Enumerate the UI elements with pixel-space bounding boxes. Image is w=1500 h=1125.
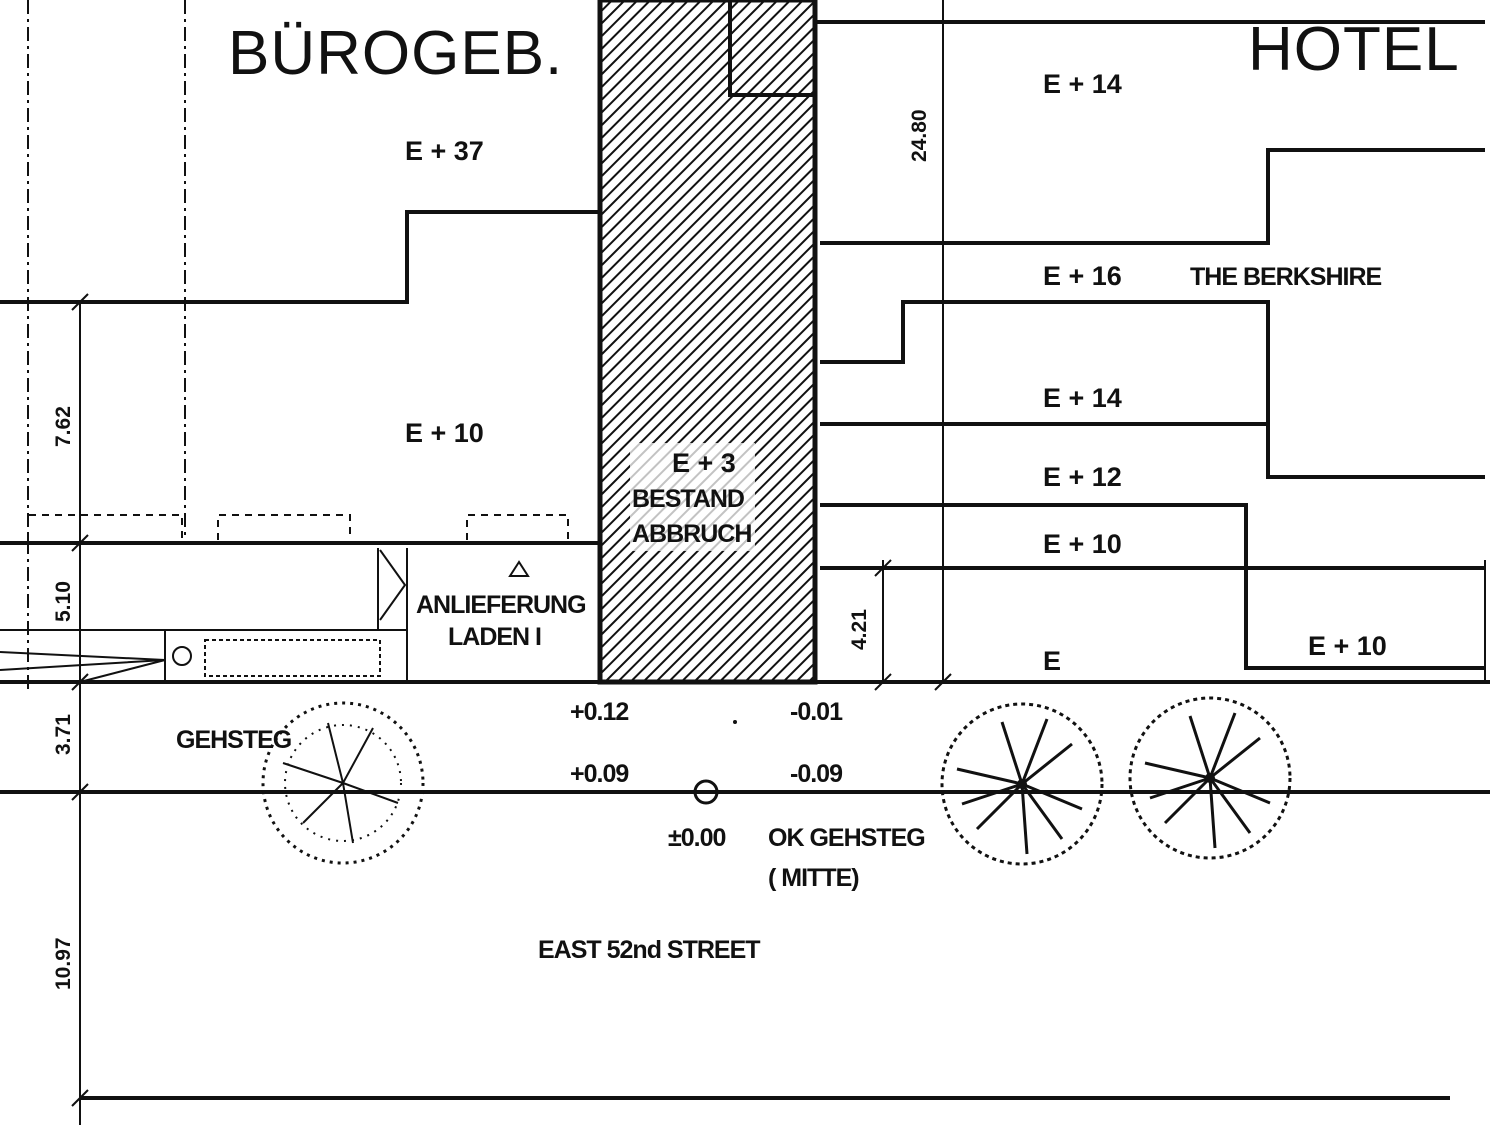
- level-label-hotel-top: E + 14: [1043, 69, 1122, 99]
- left-axis-lines: [27, 0, 186, 1125]
- sidewalk-middle-label: ( MITTE): [768, 864, 859, 892]
- delivery-label-line2: LADEN I: [448, 623, 541, 651]
- level-label-hotel-14: E + 14: [1043, 383, 1122, 413]
- dimension-421: 4.21: [848, 609, 871, 650]
- existing-abbruch-label: ABBRUCH: [632, 520, 751, 548]
- hotel-title: HOTEL: [1248, 15, 1460, 84]
- level-label-office-37: E + 37: [405, 136, 484, 166]
- level-label-hotel-ground: E: [1043, 646, 1061, 676]
- dimension-510: 5.10: [52, 581, 75, 622]
- berkshire-label: THE BERKSHIRE: [1190, 263, 1382, 291]
- elevation-minus-001: -0.01: [790, 698, 843, 726]
- office-ground-details: [0, 548, 530, 683]
- level-label-office-10: E + 10: [405, 418, 484, 448]
- elevation-minus-009: -0.09: [790, 760, 842, 788]
- existing-building-demolition: [597, 0, 818, 685]
- office-building-title: BÜROGEB.: [228, 19, 563, 88]
- elevation-plus-009: +0.09: [570, 760, 628, 788]
- tree-icon-3: [1128, 696, 1292, 860]
- street-name: EAST 52nd STREET: [538, 936, 760, 964]
- office-building-outline: [0, 0, 602, 682]
- tree-icon-2: [940, 702, 1104, 866]
- sidewalk-top-label: OK GEHSTEG: [768, 824, 925, 852]
- level-label-hotel-10: E + 10: [1043, 529, 1122, 559]
- delivery-label-line1: ANLIEFERUNG: [416, 591, 586, 619]
- dimension-2480: 24.80: [908, 109, 931, 162]
- canopy-dashed-outlines: [27, 514, 569, 540]
- dimension-762: 7.62: [52, 406, 75, 447]
- level-label-hotel-right-10: E + 10: [1308, 631, 1387, 661]
- dimension-ticks: [71, 293, 952, 1107]
- planter-box: [164, 629, 408, 683]
- level-label-hotel-16: E + 16: [1043, 261, 1122, 291]
- dimension-1097: 10.97: [52, 937, 75, 990]
- elevation-plus-012: +0.12: [570, 698, 628, 726]
- elevation-zero: ±0.00: [668, 824, 725, 852]
- level-label-hotel-12: E + 12: [1043, 462, 1122, 492]
- tree-icon-1: [261, 701, 425, 865]
- hotel-building-outline: [815, 0, 1486, 682]
- existing-level-label: E + 3: [672, 448, 736, 478]
- dimension-371: 3.71: [52, 714, 75, 755]
- existing-bestand-label: BESTAND: [632, 485, 744, 513]
- delivery-marker-icon: [508, 560, 530, 577]
- sidewalk-label: GEHSTEG: [176, 726, 291, 754]
